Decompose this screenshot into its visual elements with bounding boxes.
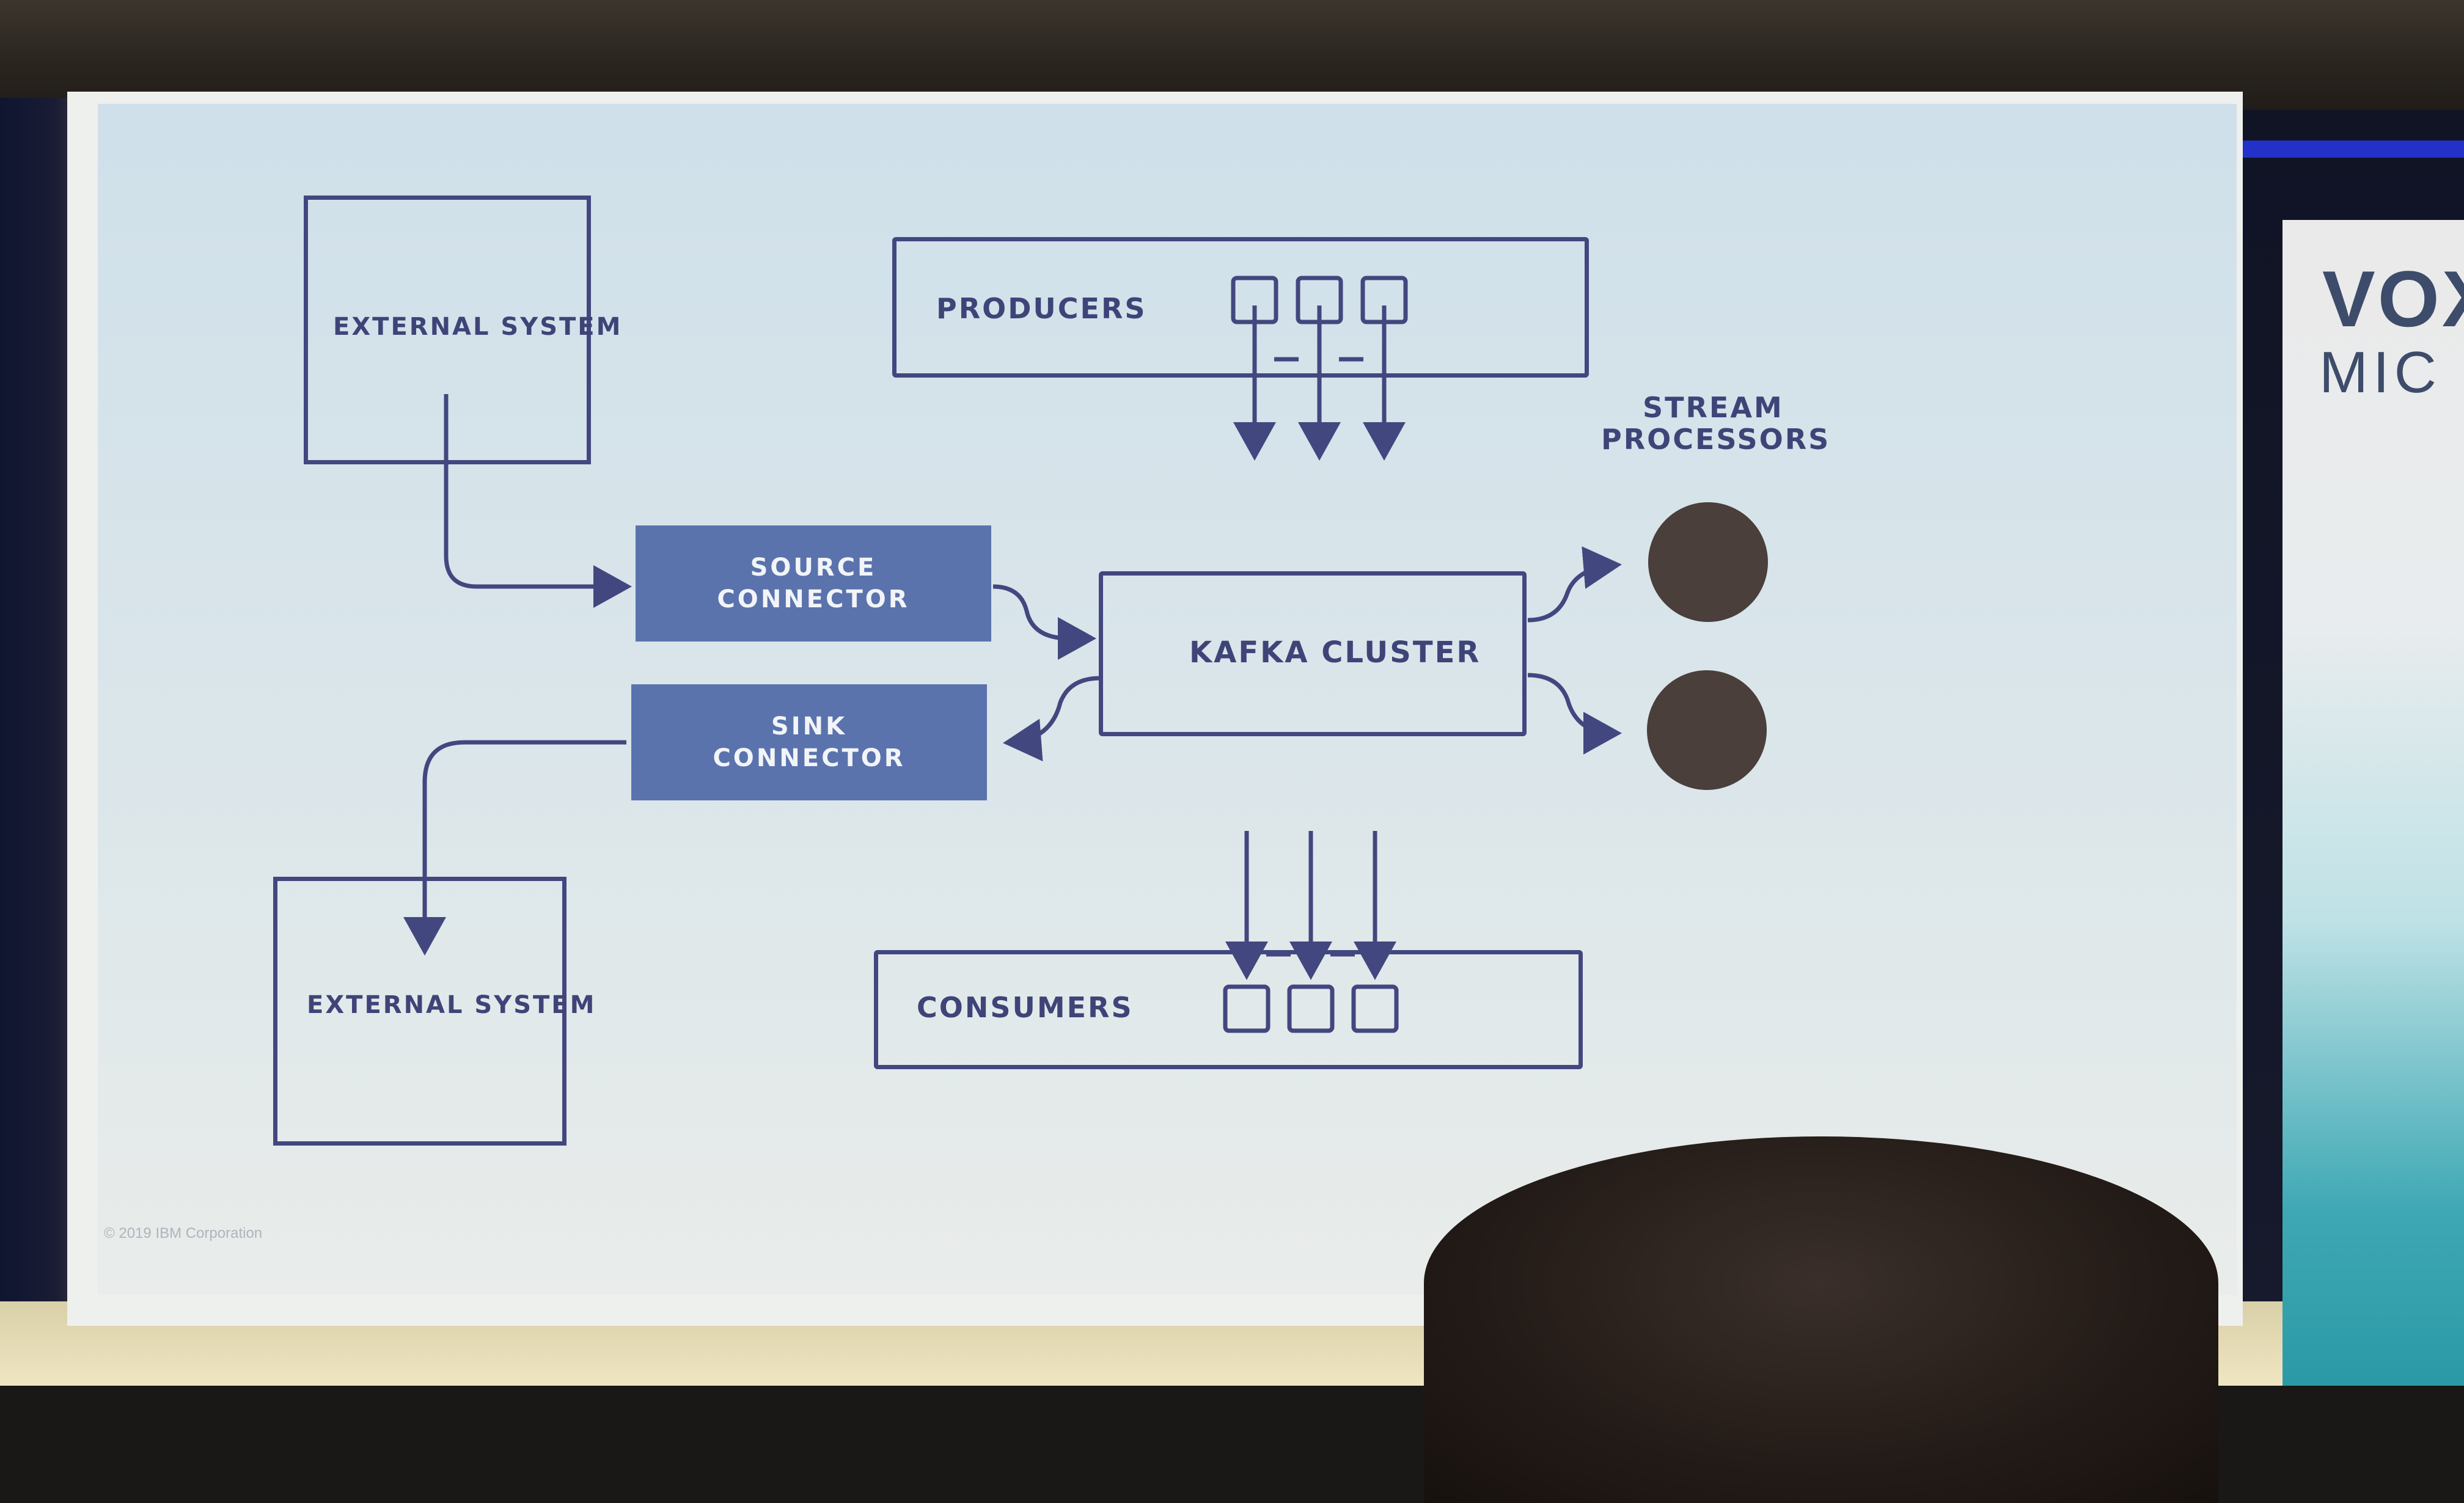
external-system-top-box [304, 196, 591, 464]
edge-kafka-to-sink [1003, 676, 1101, 762]
edge-external-to-source [444, 394, 632, 608]
edge-kafka-to-processor-1 [1527, 546, 1622, 623]
edge-kafka-to-processor-2 [1527, 673, 1622, 755]
consumer-square-3 [1351, 984, 1399, 1033]
kafka-cluster-box [1099, 571, 1527, 736]
kafka-cluster-label: KAFKA CLUSTER [1189, 635, 1481, 670]
producer-square-1 [1231, 276, 1278, 324]
edge-source-to-kafka [992, 584, 1096, 660]
banner-subtitle: MIC [2319, 340, 2441, 405]
source-connector: SOURCE CONNECTOR [636, 525, 991, 642]
copyright-text: © 2019 IBM Corporation [104, 1225, 263, 1242]
banner-title: VOX [2322, 254, 2464, 343]
producers-label: PRODUCERS [936, 292, 1147, 325]
stream-processor-1 [1648, 502, 1768, 622]
diagram-lines [403, 276, 1768, 1033]
sink-connector: SINK CONNECTOR [631, 684, 987, 800]
producers-box [892, 237, 1589, 378]
consumers-box [874, 950, 1583, 1069]
audience-head [1424, 1136, 2218, 1503]
consumers-label: CONSUMERS [917, 991, 1134, 1024]
edge-sink-to-external [403, 740, 626, 956]
conference-banner [2282, 220, 2464, 1386]
source-connector-line1: SOURCE [750, 554, 877, 582]
stream-processors-label-line1: STREAM [1643, 391, 1784, 424]
slide: EXTERNAL SYSTEM PRODUCERS SOURCE CONNECT… [98, 104, 2237, 1295]
consumer-square-2 [1287, 984, 1335, 1033]
external-system-bottom-box [273, 877, 566, 1146]
producer-square-3 [1360, 276, 1408, 324]
stream-processor-2 [1647, 670, 1767, 790]
producer-square-2 [1296, 276, 1343, 324]
sink-connector-line2: CONNECTOR [713, 744, 906, 772]
external-system-top-label: EXTERNAL SYSTEM [333, 313, 623, 341]
source-connector-line2: CONNECTOR [717, 585, 910, 613]
sink-connector-line1: SINK [771, 712, 848, 741]
external-system-bottom-label: EXTERNAL SYSTEM [307, 991, 596, 1019]
consumer-square-1 [1223, 984, 1270, 1033]
stage-light-strip [2243, 141, 2464, 158]
stream-processors-label-line2: PROCESSORS [1601, 423, 1831, 456]
